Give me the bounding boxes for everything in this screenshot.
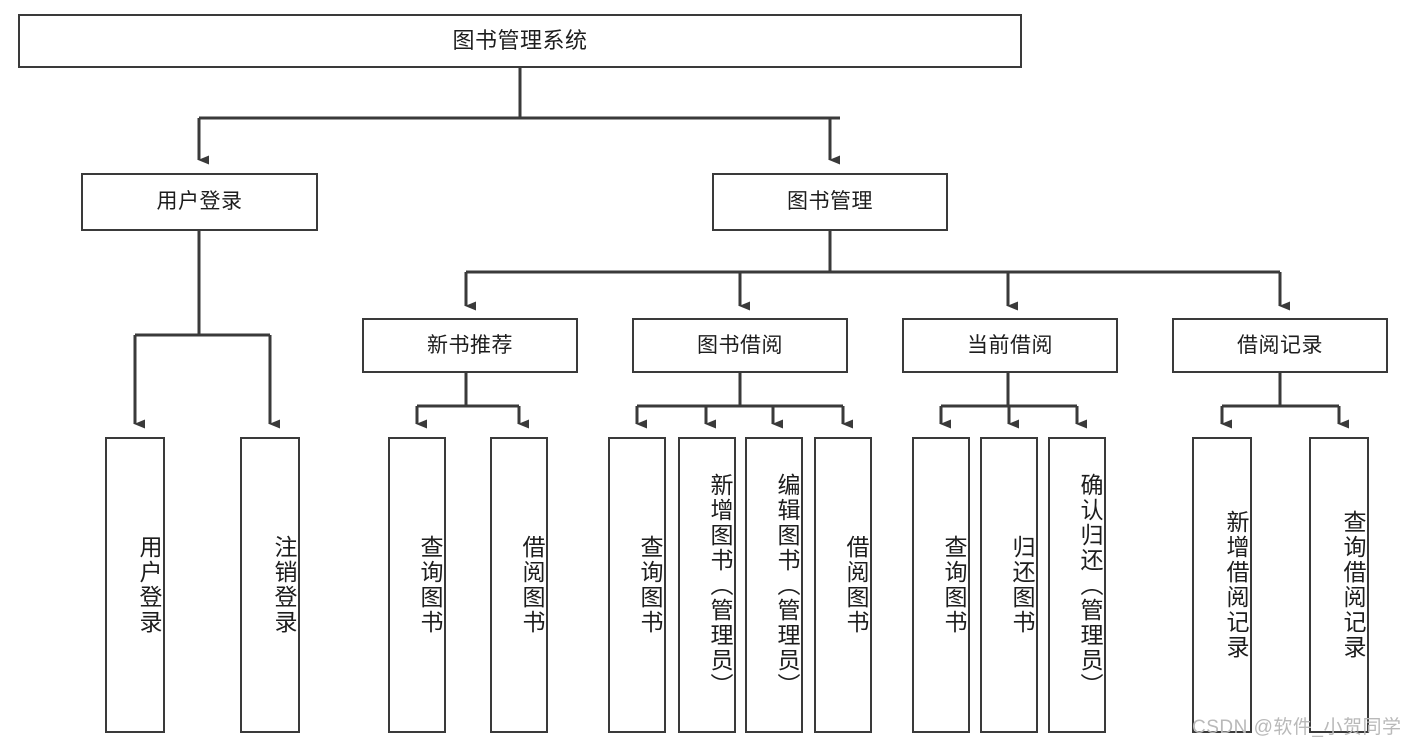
leaf-borrow-books-2[interactable]: 借阅图书 — [814, 437, 872, 733]
node-root[interactable]: 图书管理系统 — [18, 14, 1022, 68]
leaf-confirm-return-admin-label: 确认归还（管理员） — [1077, 472, 1103, 698]
leaf-return-books[interactable]: 归还图书 — [980, 437, 1038, 733]
leaf-borrow-books-1-label: 借阅图书 — [519, 535, 545, 635]
leaf-return-books-label: 归还图书 — [1009, 535, 1035, 635]
leaf-query-borrow-record[interactable]: 查询借阅记录 — [1309, 437, 1369, 733]
leaf-query-books-1[interactable]: 查询图书 — [388, 437, 446, 733]
leaf-add-borrow-record[interactable]: 新增借阅记录 — [1192, 437, 1252, 733]
leaf-query-books-3-label: 查询图书 — [941, 535, 967, 635]
node-book-borrow-label: 图书借阅 — [697, 333, 783, 357]
node-borrow-records[interactable]: 借阅记录 — [1172, 318, 1388, 373]
leaf-edit-book-admin[interactable]: 编辑图书（管理员） — [745, 437, 803, 733]
csdn-watermark: CSDN @软件_小贺同学 — [1192, 717, 1402, 738]
leaf-query-books-2[interactable]: 查询图书 — [608, 437, 666, 733]
leaf-query-borrow-record-label: 查询借阅记录 — [1340, 510, 1366, 660]
node-borrow-records-label: 借阅记录 — [1237, 333, 1323, 357]
leaf-confirm-return-admin[interactable]: 确认归还（管理员） — [1048, 437, 1106, 733]
node-book-management[interactable]: 图书管理 — [712, 173, 948, 231]
leaf-borrow-books-1[interactable]: 借阅图书 — [490, 437, 548, 733]
leaf-borrow-books-2-label: 借阅图书 — [843, 535, 869, 635]
node-current-borrow-label: 当前借阅 — [967, 333, 1053, 357]
node-new-book-recommend-label: 新书推荐 — [427, 333, 513, 357]
leaf-logout[interactable]: 注销登录 — [240, 437, 300, 733]
node-root-label: 图书管理系统 — [452, 27, 588, 53]
leaf-user-login[interactable]: 用户登录 — [105, 437, 165, 733]
leaf-query-books-1-label: 查询图书 — [417, 535, 443, 635]
node-book-management-label: 图书管理 — [787, 190, 873, 214]
node-user-login-label: 用户登录 — [156, 190, 243, 214]
leaf-edit-book-admin-label: 编辑图书（管理员） — [774, 472, 800, 698]
leaf-add-borrow-record-label: 新增借阅记录 — [1223, 510, 1249, 660]
leaf-logout-label: 注销登录 — [271, 535, 297, 635]
node-current-borrow[interactable]: 当前借阅 — [902, 318, 1118, 373]
leaf-query-books-2-label: 查询图书 — [637, 535, 663, 635]
leaf-user-login-label: 用户登录 — [136, 535, 162, 635]
leaf-add-book-admin-label: 新增图书（管理员） — [707, 472, 733, 698]
node-new-book-recommend[interactable]: 新书推荐 — [362, 318, 578, 373]
node-user-login[interactable]: 用户登录 — [81, 173, 318, 231]
leaf-query-books-3[interactable]: 查询图书 — [912, 437, 970, 733]
node-book-borrow[interactable]: 图书借阅 — [632, 318, 848, 373]
leaf-add-book-admin[interactable]: 新增图书（管理员） — [678, 437, 736, 733]
